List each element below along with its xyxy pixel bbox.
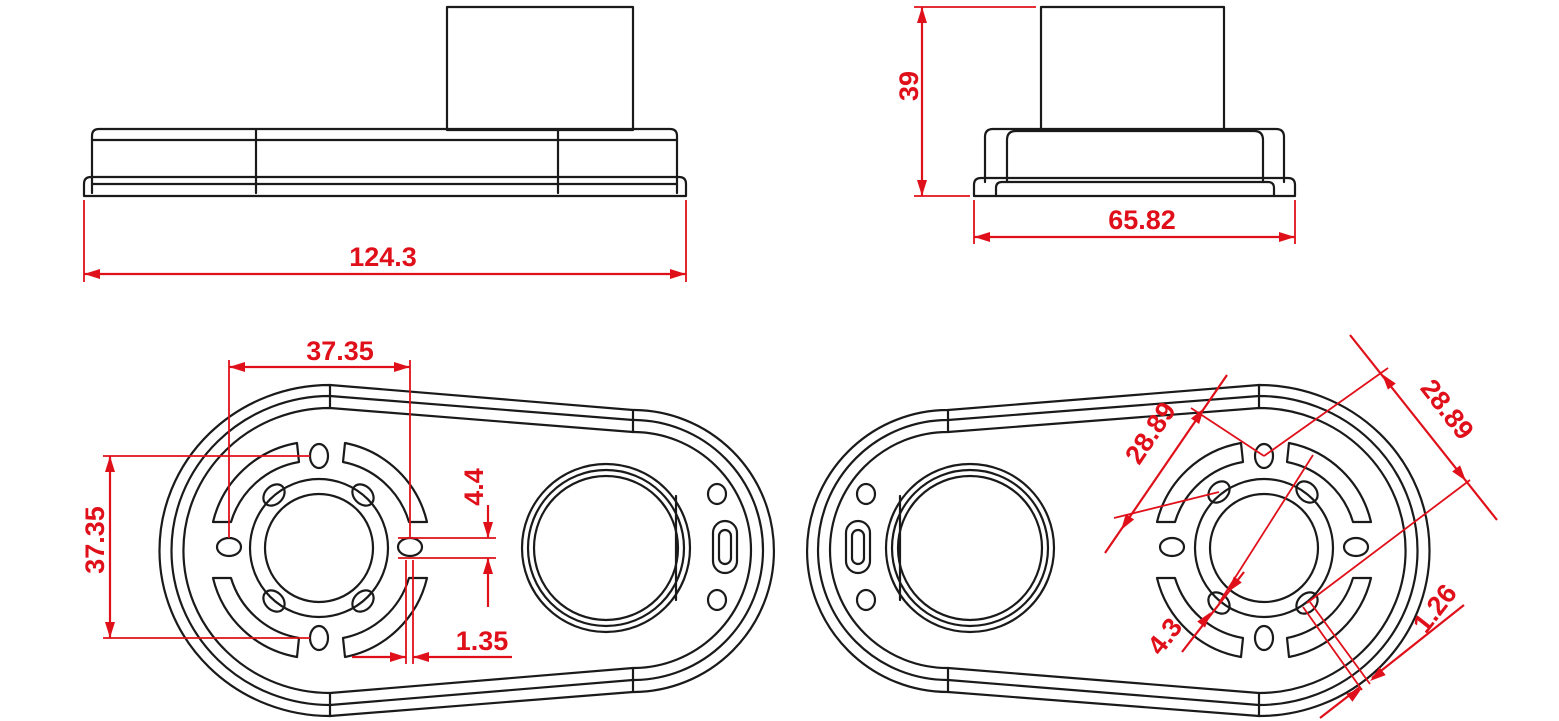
bottom-right-cup <box>844 462 1056 634</box>
bottom-right-diagonal-label-1: 28.89 <box>1119 397 1182 470</box>
bottom-right-slot-width-dimension: 1.26 <box>1302 579 1465 719</box>
side-height-label: 39 <box>894 71 924 101</box>
bottom-left-vertical-label: 37.35 <box>80 506 110 574</box>
bottom-left-view: 37.35 37.35 4.4 1.35 <box>80 336 776 718</box>
bottom-right-diagonal-label-2: 28.89 <box>1414 374 1479 446</box>
bottom-left-horizontal-dimension: 37.35 <box>228 336 411 538</box>
bottom-left-body <box>158 383 776 718</box>
front-view-outline <box>82 5 688 198</box>
bottom-right-body <box>805 383 1431 718</box>
bottom-right-slot-length-label: 4.3 <box>1142 612 1189 660</box>
bottom-left-slot-width-label: 1.35 <box>456 626 509 656</box>
bottom-right-slot-width-label: 1.26 <box>1407 579 1463 639</box>
bottom-left-slot-length-dimension: 4.4 <box>398 468 496 607</box>
bottom-left-vertical-dimension: 37.35 <box>80 455 310 639</box>
side-view-outline <box>972 5 1297 198</box>
side-width-dimension: 65.82 <box>973 200 1296 244</box>
front-width-label: 124.3 <box>349 242 417 272</box>
side-height-dimension: 39 <box>894 6 1036 197</box>
bottom-left-hub <box>211 441 429 659</box>
bottom-left-slot-width-dimension: 1.35 <box>352 560 512 664</box>
bottom-left-horizontal-label: 37.35 <box>306 336 374 366</box>
front-view: 124.3 <box>82 5 688 282</box>
front-width-dimension: 124.3 <box>83 200 687 282</box>
side-width-label: 65.82 <box>1108 205 1176 235</box>
bottom-right-slot-length-dimension: 4.3 <box>1142 571 1245 660</box>
side-view: 39 65.82 <box>894 5 1297 244</box>
bottom-left-cup <box>520 462 739 634</box>
bottom-left-slot-length-label: 4.4 <box>459 468 489 506</box>
bottom-right-view: 28.89 28.89 4.3 1.26 <box>805 334 1498 719</box>
bottom-right-hub <box>1155 441 1373 659</box>
